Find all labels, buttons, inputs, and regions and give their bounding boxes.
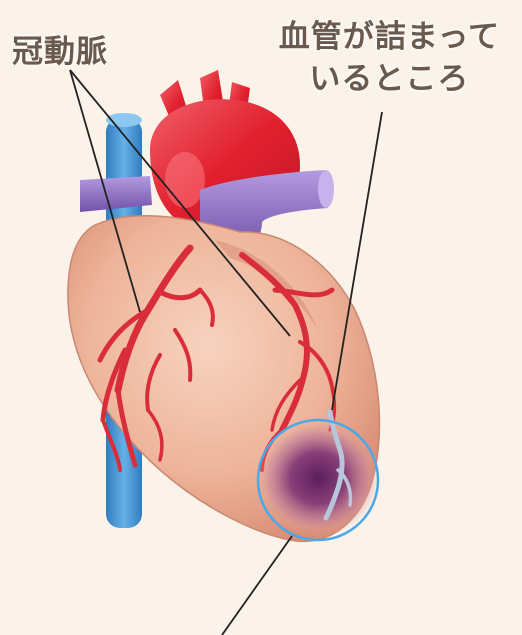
blockage-leader-bottom bbox=[222, 536, 292, 635]
blockage-label-line1: 血管が詰まって bbox=[279, 16, 500, 58]
blockage-label-line2: いるところ bbox=[279, 58, 500, 100]
blockage-label: 血管が詰まって いるところ bbox=[279, 16, 500, 100]
coronary-artery-label: 冠動脈 bbox=[12, 26, 108, 71]
